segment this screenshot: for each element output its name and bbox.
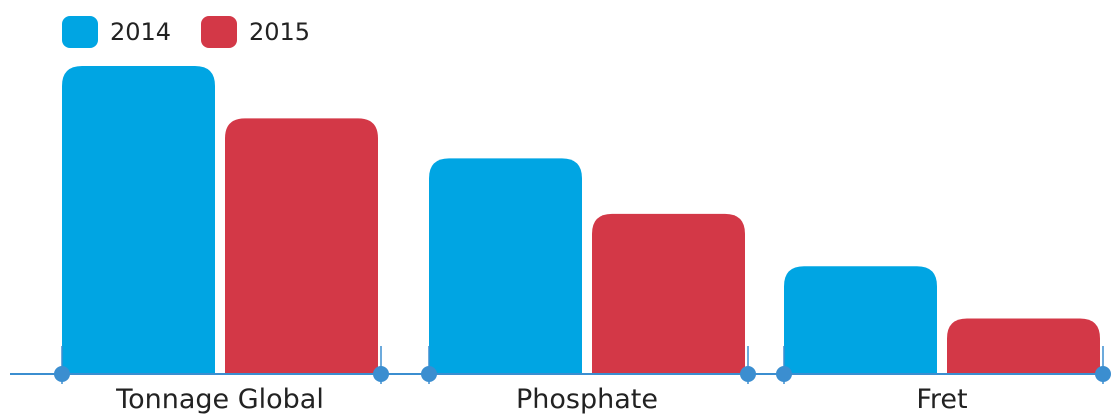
legend-label-2014: 2014 [110,18,171,46]
x-axis-tick-dot [776,366,792,382]
x-axis-tick-dot [1095,366,1111,382]
bar-fret-2014 [784,266,937,374]
legend-swatch-2015 [201,16,237,48]
x-axis-tick-dot [421,366,437,382]
tick-label-fret: Fret [916,384,967,414]
tick-label-phosphate: Phosphate [516,384,658,414]
bar-tonnage-global-2015 [225,118,378,374]
tick-label-tonnage-global: Tonnage Global [115,384,324,414]
bar-phosphate-2014 [429,158,582,374]
x-axis-tick-dot [740,366,756,382]
x-axis-tick-labels: Tonnage Global Phosphate Fret [115,384,967,414]
bar-tonnage-global-2014 [62,66,215,374]
bar-fret-2015 [947,318,1100,374]
bars-group [62,66,1100,374]
x-axis-tick-dot [54,366,70,382]
legend-swatch-2014 [62,16,98,48]
legend-label-2015: 2015 [249,18,310,46]
legend: 2014 2015 [62,16,310,48]
bar-phosphate-2015 [592,213,745,374]
x-axis-tick-dot [373,366,389,382]
x-axis [10,346,1111,384]
